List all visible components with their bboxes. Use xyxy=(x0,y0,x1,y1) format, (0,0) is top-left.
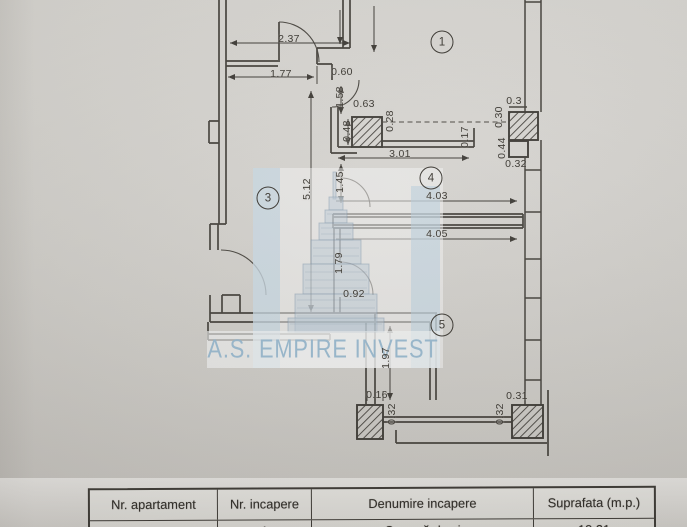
dimension-label: 0.31 xyxy=(506,390,528,402)
dimension-label: 0.32 xyxy=(386,403,398,425)
table-cell xyxy=(89,520,219,527)
room-number-badge: 3 xyxy=(256,186,280,210)
dimension-label: 0.60 xyxy=(331,66,353,78)
dimension-label: 0.17 xyxy=(459,126,471,148)
pillars xyxy=(351,111,544,440)
dimension-label: 1.79 xyxy=(333,252,345,274)
dimension-label: 0.63 xyxy=(353,98,375,110)
watermark-text-band xyxy=(207,331,440,368)
bottom-strip xyxy=(0,478,687,527)
dimension-label: 5.12 xyxy=(301,178,313,200)
table-header-cell: Denumire incapere xyxy=(311,488,534,520)
table-header-cell: Nr. incapere xyxy=(217,489,312,520)
table-cell: 18,21 xyxy=(534,519,654,527)
table-cell: Cameră de zi xyxy=(311,519,535,527)
dimension-label: 0.92 xyxy=(343,288,365,300)
room-number-badge: 5 xyxy=(430,313,454,337)
dimension-label: 1.77 xyxy=(270,68,292,80)
table-data-row: 1Cameră de zi18,21 xyxy=(89,519,654,527)
dimension-label: 4.03 xyxy=(426,190,448,202)
dimension-label: 1.58 xyxy=(334,86,346,108)
dimension-label: 0.16 xyxy=(366,389,388,401)
dimension-label: 0.32 xyxy=(494,403,506,425)
balcony-railing-wall xyxy=(509,0,542,405)
dimension-label: 1.97 xyxy=(380,347,392,369)
dimension-label: 2.37 xyxy=(278,33,300,45)
extension-ticks xyxy=(316,66,384,401)
dimension-label: 0.32 xyxy=(505,158,527,170)
dimension-label: 0.28 xyxy=(384,110,396,132)
room-number-badge: 1 xyxy=(430,30,454,54)
table-header-cell: Suprafata (m.p.) xyxy=(547,494,641,511)
dimension-label: 4.05 xyxy=(426,228,448,240)
dimension-label: 0.44 xyxy=(496,137,508,159)
table-header-cell: Nr. apartament xyxy=(89,489,218,521)
dimension-label: 1.45 xyxy=(334,171,346,193)
dimension-label: 0.3 xyxy=(506,95,522,107)
dimension-label: 0.48 xyxy=(341,120,353,142)
table-cell: 1 xyxy=(217,520,313,527)
watermark-text: A.S. EMPIRE INVEST xyxy=(207,333,439,364)
dimension-label: 3.01 xyxy=(389,148,411,160)
room-number-badge: 4 xyxy=(419,166,443,190)
dimension-label: 0.30 xyxy=(493,106,505,128)
